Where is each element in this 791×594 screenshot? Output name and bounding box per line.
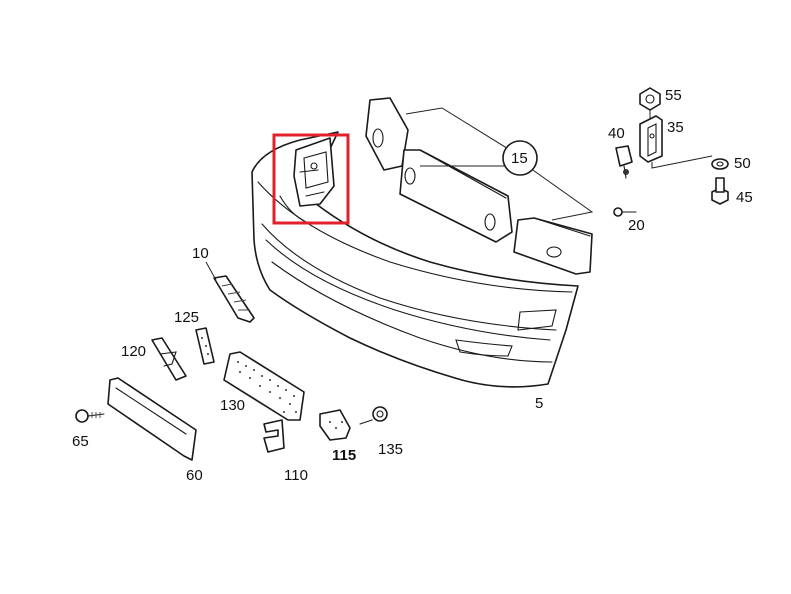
clip-40[interactable]: [615, 145, 633, 179]
plate-115[interactable]: [319, 409, 351, 441]
screw-65[interactable]: [75, 409, 105, 423]
label-10: 10: [192, 245, 209, 262]
nut-55[interactable]: [639, 87, 661, 111]
bracket-35[interactable]: [639, 115, 663, 163]
label-110: 110: [284, 467, 308, 484]
label-120: 120: [121, 343, 146, 360]
bumper-left-bracket[interactable]: [293, 137, 335, 207]
label-45: 45: [736, 189, 753, 206]
clip-110[interactable]: [263, 419, 285, 453]
bolt-45[interactable]: [711, 177, 729, 205]
label-55: 55: [665, 87, 682, 104]
label-60: 60: [186, 467, 203, 484]
plate-125[interactable]: [195, 327, 215, 365]
label-125: 125: [174, 309, 199, 326]
label-50: 50: [734, 155, 751, 172]
label-135: 135: [378, 441, 403, 458]
label-35: 35: [667, 119, 684, 136]
plate-holder-60[interactable]: [107, 377, 197, 461]
energy-absorber-right[interactable]: [513, 217, 593, 275]
clip-120[interactable]: [151, 337, 187, 381]
mesh-plate-130[interactable]: [223, 351, 305, 421]
screw-135[interactable]: [359, 406, 388, 425]
label-20: 20: [628, 217, 645, 234]
label-15: 15: [511, 150, 528, 167]
label-5: 5: [535, 395, 543, 412]
label-115: 115: [332, 447, 356, 464]
callout-circle-15: [502, 140, 538, 176]
pin-20[interactable]: [613, 207, 637, 217]
grille-insert-10[interactable]: [213, 275, 255, 323]
energy-absorber-left[interactable]: [365, 97, 409, 171]
highlight-box: [272, 133, 350, 225]
washer-50[interactable]: [711, 158, 729, 170]
label-40: 40: [608, 125, 625, 142]
energy-absorber-center[interactable]: [399, 149, 513, 243]
label-130: 130: [220, 397, 245, 414]
label-65: 65: [72, 433, 89, 450]
